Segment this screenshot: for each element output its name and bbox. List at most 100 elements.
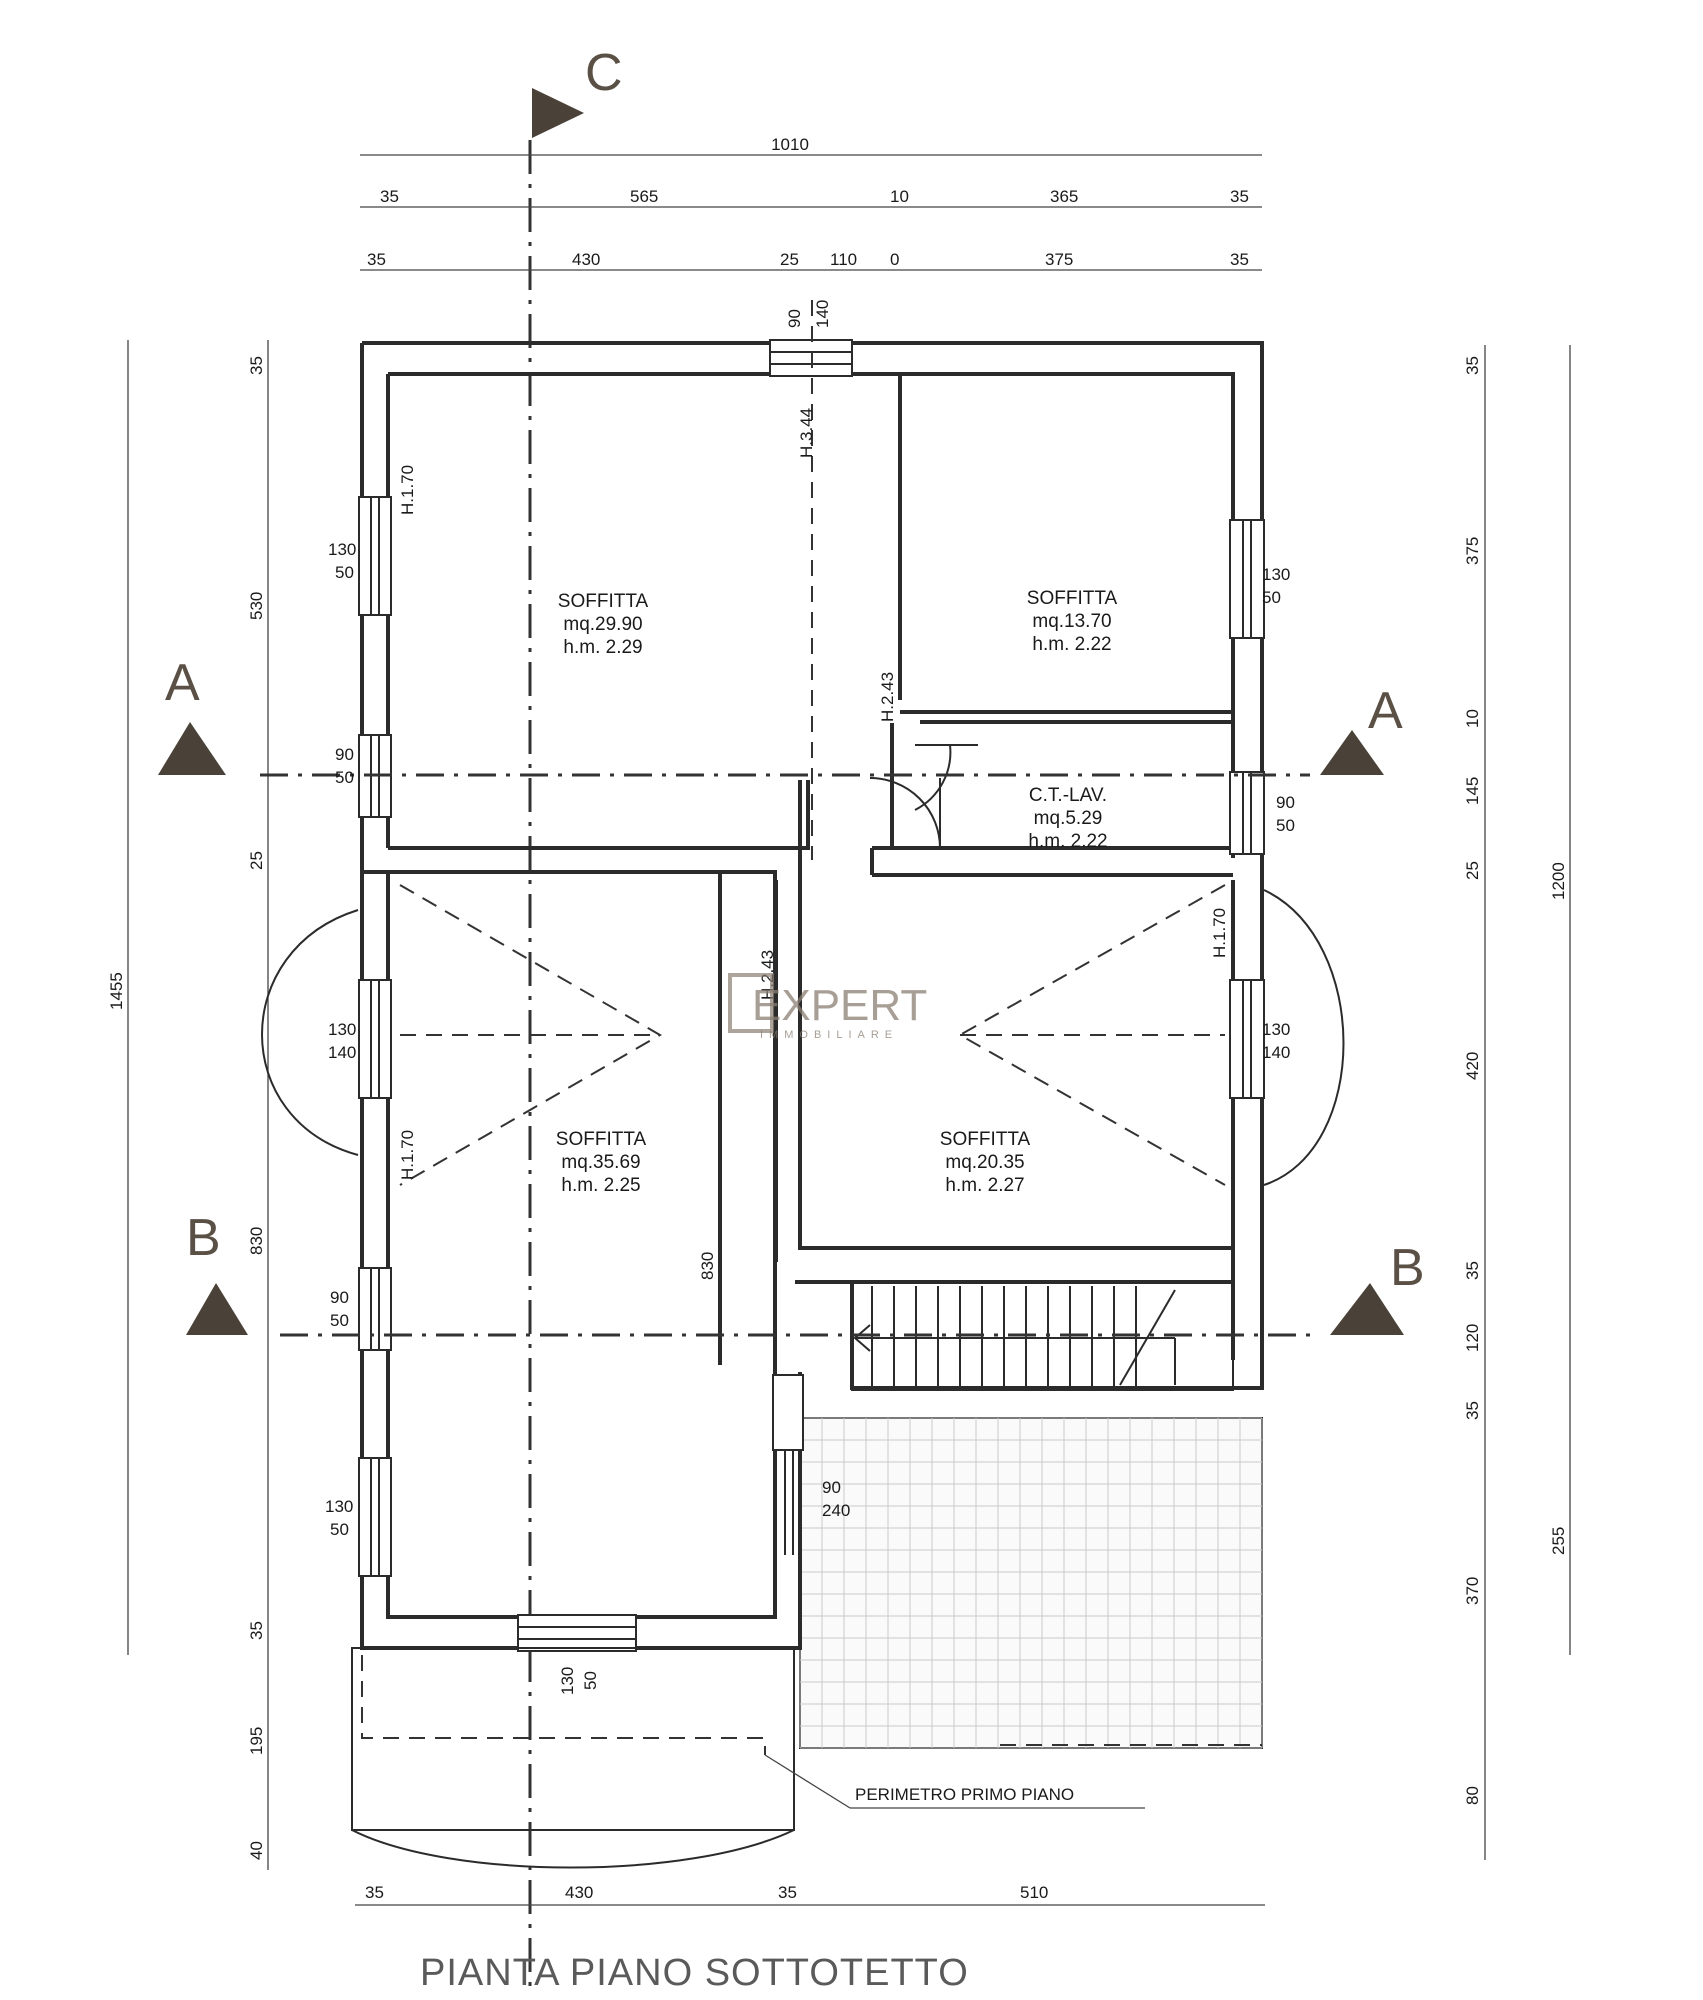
- room-2-area: mq.13.70: [1032, 611, 1111, 632]
- dim-right-5: 420: [1463, 1052, 1482, 1080]
- dim-top-r3-4: 0: [890, 250, 899, 269]
- dormers: [261, 889, 1345, 1186]
- left-dimensions: 1455 35 530 25 830 35 195 40: [107, 340, 269, 1870]
- top-door-b: 140: [813, 300, 832, 328]
- room-2: SOFFITTA mq.13.70 h.m. 2.22: [1027, 588, 1118, 655]
- dim-top-r3-3: 110: [830, 250, 857, 269]
- watermark-logo: EXPERT IMMOBILIARE: [728, 973, 927, 1041]
- room-3-area: mq.5.29: [1034, 808, 1103, 829]
- section-a-left-label: A: [165, 654, 200, 712]
- terrace: [799, 1417, 1263, 1749]
- room-5-height: h.m. 2.27: [945, 1175, 1024, 1196]
- left-w2-a: 90: [335, 745, 354, 764]
- right-w3-b: 140: [1262, 1043, 1290, 1062]
- dim-top-r3-0: 35: [367, 250, 386, 269]
- dim-bottom-0: 35: [365, 1883, 384, 1902]
- dim-left-3: 830: [247, 1227, 266, 1255]
- room-1: SOFFITTA mq.29.90 h.m. 2.29: [558, 591, 649, 658]
- section-c-marker: C: [532, 44, 623, 138]
- dim-right-0: 35: [1463, 356, 1482, 375]
- bottom-w-b: 50: [581, 1671, 600, 1690]
- room-3: C.T.-LAV. mq.5.29 h.m. 2.22: [1028, 785, 1107, 852]
- top-dimensions: 1010 35 565 10 365 35 35 430 25 110 0 37…: [360, 135, 1262, 271]
- dim-top-r2-0: 35: [380, 187, 399, 206]
- room-1-area: mq.29.90: [563, 614, 642, 635]
- dim-right-3: 145: [1463, 777, 1482, 805]
- bottom-w-a: 130: [558, 1667, 577, 1695]
- room-4: SOFFITTA mq.35.69 h.m. 2.25: [556, 1129, 647, 1196]
- perimeter-label: PERIMETRO PRIMO PIANO: [855, 1785, 1074, 1804]
- terrace-door-a: 90: [822, 1478, 841, 1497]
- right-w2-a: 90: [1276, 793, 1295, 812]
- right-dimensions: 35 375 10 145 25 420 35 120 35 370 80 12…: [1463, 345, 1571, 1860]
- room-4-height: h.m. 2.25: [561, 1175, 640, 1196]
- dim-left-2: 25: [247, 851, 266, 870]
- dim-left-0: 35: [247, 356, 266, 375]
- dim-bottom-2: 35: [778, 1883, 797, 1902]
- dim-top-r3-6: 35: [1230, 250, 1249, 269]
- left-w4-a: 90: [330, 1288, 349, 1307]
- dim-top-r2-4: 35: [1230, 187, 1249, 206]
- dim-right-outer-bottom: 255: [1549, 1527, 1568, 1555]
- right-w3-a: 130: [1262, 1020, 1290, 1039]
- room-3-height: h.m. 2.22: [1028, 831, 1107, 852]
- roof-hips: [399, 884, 1226, 1186]
- dim-right-6: 35: [1463, 1261, 1482, 1280]
- room-4-name: SOFFITTA: [556, 1129, 647, 1150]
- watermark-main: EXPERT: [752, 981, 927, 1030]
- left-w1-a: 130: [328, 540, 356, 559]
- room-5: SOFFITTA mq.20.35 h.m. 2.27: [940, 1129, 1031, 1196]
- room-3-name: C.T.-LAV.: [1029, 785, 1107, 806]
- dim-top-r2-3: 365: [1050, 187, 1078, 206]
- dim-top-r3-5: 375: [1045, 250, 1073, 269]
- dim-top-total: 1010: [771, 135, 809, 154]
- right-w1-a: 130: [1262, 565, 1290, 584]
- height-4: H.1.70: [398, 1130, 417, 1180]
- dim-left-5: 195: [247, 1727, 266, 1755]
- left-w5-a: 130: [325, 1497, 353, 1516]
- bottom-dimensions: 35 430 35 510: [355, 1883, 1265, 1906]
- section-c-label: C: [585, 44, 623, 102]
- dim-right-8: 35: [1463, 1401, 1482, 1420]
- room-1-name: SOFFITTA: [558, 591, 649, 612]
- dim-right-9: 370: [1463, 1577, 1482, 1605]
- left-w3-a: 130: [328, 1020, 356, 1039]
- height-1: H.1.70: [398, 465, 417, 515]
- dim-bottom-1: 430: [565, 1883, 593, 1902]
- room-5-name: SOFFITTA: [940, 1129, 1031, 1150]
- room-2-height: h.m. 2.22: [1032, 634, 1111, 655]
- dim-top-r3-2: 25: [780, 250, 799, 269]
- dim-right-2: 10: [1463, 709, 1482, 728]
- dim-right-1: 375: [1463, 537, 1482, 565]
- room-1-height: h.m. 2.29: [563, 637, 642, 658]
- dim-right-10: 80: [1463, 1786, 1482, 1805]
- dim-left-6: 40: [247, 1841, 266, 1860]
- section-b-right-label: B: [1390, 1239, 1425, 1297]
- left-w4-b: 50: [330, 1311, 349, 1330]
- dim-left-4: 35: [247, 1621, 266, 1640]
- room-5-area: mq.20.35: [945, 1152, 1024, 1173]
- terrace-door-b: 240: [822, 1501, 850, 1520]
- section-b-left-label: B: [186, 1209, 221, 1267]
- dim-left-outer: 1455: [107, 972, 126, 1010]
- room-4-area: mq.35.69: [561, 1152, 640, 1173]
- door-swing: [869, 744, 978, 849]
- room-labels: SOFFITTA mq.29.90 h.m. 2.29 SOFFITTA mq.…: [556, 588, 1118, 1196]
- interior-dim-830: 830: [698, 1252, 717, 1280]
- page-title: PIANTA PIANO SOTTOTETTO: [420, 1952, 969, 1994]
- dim-top-r2-2: 10: [890, 187, 909, 206]
- section-a: A A: [158, 654, 1403, 777]
- dim-top-r2-1: 565: [630, 187, 658, 206]
- left-w3-b: 140: [328, 1043, 356, 1062]
- dim-left-1: 530: [247, 592, 266, 620]
- left-w5-b: 50: [330, 1520, 349, 1539]
- dim-right-outer-top: 1200: [1549, 862, 1568, 900]
- section-b: B B: [186, 1209, 1425, 1337]
- room-2-name: SOFFITTA: [1027, 588, 1118, 609]
- height-6: H.1.70: [1210, 908, 1229, 958]
- right-w2-b: 50: [1276, 816, 1295, 835]
- balcony: PERIMETRO PRIMO PIANO: [351, 1647, 1262, 1869]
- left-w2-b: 50: [335, 768, 354, 787]
- dim-bottom-3: 510: [1020, 1883, 1048, 1902]
